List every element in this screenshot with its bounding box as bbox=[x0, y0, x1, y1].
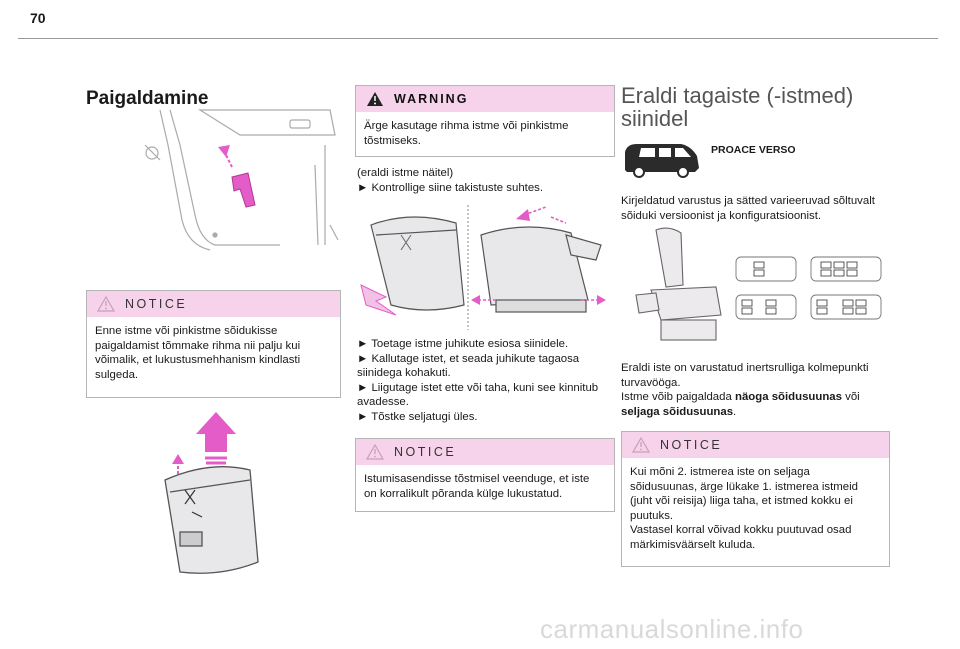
section-heading-installation: Paigaldamine bbox=[86, 88, 209, 109]
notice-header: NOTICE bbox=[622, 432, 889, 458]
step-4: ► Tõstke seljatugi üles. bbox=[357, 410, 478, 423]
strap-pink bbox=[231, 172, 256, 208]
notice-title: NOTICE bbox=[394, 445, 457, 459]
header-rule bbox=[18, 38, 938, 39]
column-rear-seats: Eraldi tagaiste (-istmed) siinidel bbox=[621, 84, 890, 130]
intro-text: (eraldi istme näitel) ► Kontrollige siin… bbox=[357, 166, 615, 195]
warning-triangle-icon bbox=[97, 296, 115, 312]
intro-line-2: ► Kontrollige siine takistuste suhtes. bbox=[357, 181, 544, 194]
step-3: ► Liigutage istet ette või taha, kuni se… bbox=[357, 381, 599, 409]
paragraph-1: Kirjeldatud varustus ja sätted varieeruv… bbox=[621, 194, 890, 223]
notice-text-2: Vastasel korral võivad kokku puutuvad os… bbox=[630, 524, 852, 551]
paragraph-1-text: Kirjeldatud varustus ja sätted varieeruv… bbox=[621, 195, 875, 222]
step-2: ► Kallutage istet, et seada juhikute tag… bbox=[357, 352, 580, 380]
model-label: PROACE VERSO bbox=[711, 144, 796, 156]
warning-title: WARNING bbox=[394, 92, 469, 106]
steps-text: ► Toetage istme juhikute esiosa siinidel… bbox=[357, 337, 615, 425]
step-1: ► Toetage istme juhikute esiosa siinidel… bbox=[357, 338, 569, 350]
forward-facing-text: näoga sõidusuunas bbox=[734, 391, 842, 404]
warning-triangle-icon bbox=[366, 444, 384, 460]
warning-text: Ärge kasutage rihma istme või pinkistme … bbox=[364, 120, 569, 147]
notice-text: Enne istme või pinkistme sõidukisse paig… bbox=[95, 325, 301, 381]
paragraph-2-line-1: Eraldi iste on varustatud inertsrulliga … bbox=[621, 362, 869, 389]
paragraph-2-line-2: Istme võib paigaldada näoga sõidusuunas … bbox=[621, 390, 890, 419]
seat-lift-illustration bbox=[164, 412, 259, 574]
section-heading-rear-seats: Eraldi tagaiste (-istmed) siinidel bbox=[621, 83, 854, 131]
seat-configurations-illustration bbox=[635, 227, 882, 341]
intro-line-1: (eraldi istme näitel) bbox=[357, 167, 454, 179]
seat-rails-illustration bbox=[360, 205, 606, 330]
notice-box-lift: NOTICE Istumisasendisse tõstmisel veendu… bbox=[355, 438, 615, 512]
notice-title: NOTICE bbox=[125, 297, 188, 311]
big-up-arrow bbox=[196, 412, 236, 452]
rear-facing-text: seljaga sõidusuunas bbox=[621, 405, 734, 418]
warning-box: WARNING Ärge kasutage rihma istme või pi… bbox=[355, 85, 615, 157]
strap-illustration bbox=[144, 109, 339, 251]
notice-text: Kui mõni 2. istmerea iste on seljaga sõi… bbox=[622, 458, 889, 561]
page-number: 70 bbox=[30, 10, 46, 26]
notice-box-rear-seats: NOTICE Kui mõni 2. istmerea iste on selj… bbox=[621, 431, 890, 567]
notice-text-1: Kui mõni 2. istmerea iste on seljaga sõi… bbox=[630, 466, 858, 522]
van-icon bbox=[625, 144, 699, 178]
watermark: carmanualsonline.info bbox=[540, 614, 804, 644]
notice-title: NOTICE bbox=[660, 438, 723, 452]
paragraph-2-prefix: Istme võib paigaldada bbox=[621, 391, 735, 404]
warning-triangle-icon bbox=[632, 437, 650, 453]
notice-box-installation: NOTICE Enne istme või pinkistme sõidukis… bbox=[86, 290, 341, 398]
column-installation: Paigaldamine bbox=[86, 80, 341, 110]
paragraph-2-mid: või bbox=[841, 391, 860, 404]
warning-header: WARNING bbox=[356, 86, 614, 112]
paragraph-2: Eraldi iste on varustatud inertsrulliga … bbox=[621, 361, 890, 419]
notice-text: Istumisasendisse tõstmisel veenduge, et … bbox=[364, 473, 590, 500]
notice-header: NOTICE bbox=[87, 291, 340, 317]
paragraph-2-end: . bbox=[733, 405, 737, 418]
notice-header: NOTICE bbox=[356, 439, 614, 465]
model-row: PROACE VERSO bbox=[621, 140, 796, 178]
warning-triangle-icon bbox=[367, 92, 383, 106]
